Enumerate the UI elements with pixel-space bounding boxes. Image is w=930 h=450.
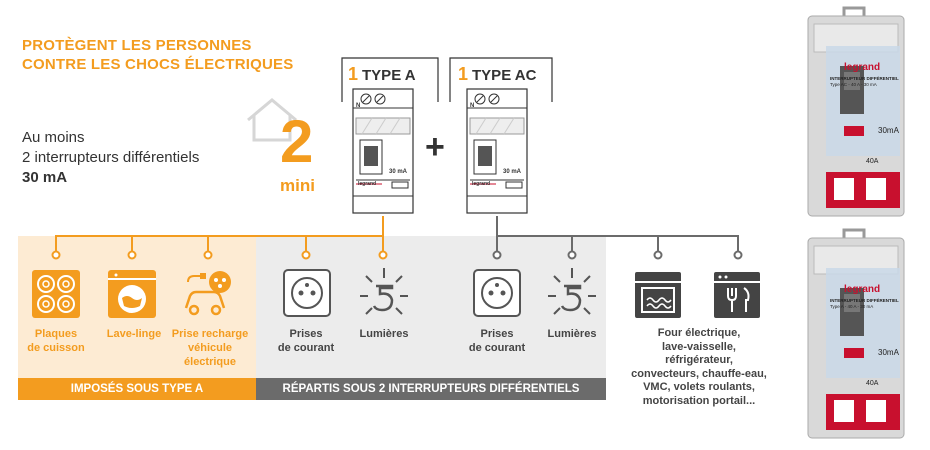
label-lights-ac-line-1: Lumières [547,328,597,340]
label-cooktop-line-1: Plaques [34,328,78,340]
info-line-1: Au moins [22,129,85,146]
label-ev-charger-line-1: Prise recharge [171,328,249,340]
type-a-brand: legrand [358,181,377,187]
oven-icon [635,272,681,318]
light-icon [548,268,596,315]
label-sockets-ac: Prises de courant [457,327,537,355]
shared-bar: RÉPARTIS SOUS 2 INTERRUPTEURS DIFFÉRENTI… [256,378,606,400]
cooktop-icon [32,270,80,318]
light-icon [360,268,408,315]
product-1-amps: 40A [866,158,879,165]
type-ac-frame [449,57,553,102]
product-1-title: INTERRUPTEUR DIFFÉRENTIEL [830,76,899,81]
label-lights-ac: Lumières [532,327,612,341]
type-a-frame [341,57,439,102]
title-line-1: PROTÈGENT LES PERSONNES [22,37,252,54]
minimum-label: mini [280,176,315,195]
label-sockets-ac-line-2: de courant [468,342,526,354]
type-ac-rating: 30 mA [503,169,522,175]
label-cooktop: Plaques de cuisson [14,327,98,355]
label-sockets-ac-line-1: Prises [480,328,514,340]
label-other-appliances: Four électrique, lave-vaisselle, réfrigé… [618,327,780,408]
type-a-rating: 30 mA [389,169,408,175]
product-image-2: legrand INTERRUPTEUR DIFFÉRENTIEL Type A… [800,228,908,442]
type-a-text: TYPE A [362,67,416,84]
label-ev-charger-line-3: électrique [184,356,236,368]
socket-icon [283,269,331,317]
product-1-rating: 30mA [878,126,899,135]
minimum-number: 2 [280,108,314,175]
main-title: PROTÈGENT LES PERSONNES CONTRE LES CHOCS… [22,36,293,74]
type-a-neutral: N [356,103,361,109]
label-other-line-5: VMC, volets roulants, [643,381,755,393]
info-line-2: 2 interrupteurs différentiels [22,149,200,166]
product-2-amps: 40A [866,380,879,387]
washing-machine-icon [108,270,156,318]
product-1-spec: Type AC - 40 A - 30 mA [830,82,877,87]
type-a-bar: IMPOSÉS SOUS TYPE A [18,378,256,400]
product-2-spec: Type A - 40 A - 30 mA [830,304,874,309]
label-other-line-2: lave-vaisselle, [661,340,736,353]
label-other-line-4: convecteurs, chauffe-eau, [631,367,767,380]
label-sockets-a-line-1: Prises [289,328,323,340]
label-other-line-1: Four électrique, [657,327,741,339]
product-2-title: INTERRUPTEUR DIFFÉRENTIEL [830,298,899,303]
type-ac-text: TYPE AC [472,67,537,84]
house-icon [247,98,297,142]
requirement-text: Au moins 2 interrupteurs différentiels 3… [22,128,199,188]
label-lights-a: Lumières [344,327,424,341]
type-ac-breaker [466,88,528,214]
label-other-line-6: motorisation portail... [642,394,756,407]
ev-charger-icon [184,271,231,316]
label-ev-charger-line-2: véhicule [187,342,233,354]
type-ac-neutral: N [470,103,475,109]
label-sockets-a: Prises de courant [266,327,346,355]
label-washing-machine-line-1: Lave-linge [106,328,162,340]
product-2-rating: 30mA [878,348,899,357]
dishwasher-icon [714,272,760,318]
product-image-1: legrand INTERRUPTEUR DIFFÉRENTIEL Type A… [800,6,908,218]
product-2-brand: legrand [844,284,881,295]
label-washing-machine: Lave-linge [94,327,174,341]
plus-sign: + [425,128,445,166]
type-a-breaker [352,88,414,214]
label-lights-a-line-1: Lumières [359,328,409,340]
label-sockets-a-line-2: de courant [277,342,335,354]
type-ac-brand: legrand [472,181,491,187]
label-ev-charger: Prise recharge véhicule électrique [164,327,256,369]
title-line-2: CONTRE LES CHOCS ÉLECTRIQUES [22,56,294,73]
product-1-brand: legrand [844,62,881,73]
type-ac-count: 1 [458,64,469,84]
info-line-3: 30 mA [22,169,68,186]
type-a-count: 1 [348,64,359,84]
label-other-line-3: réfrigérateur, [665,354,733,366]
label-cooktop-line-2: de cuisson [27,342,85,354]
socket-icon [473,269,521,317]
